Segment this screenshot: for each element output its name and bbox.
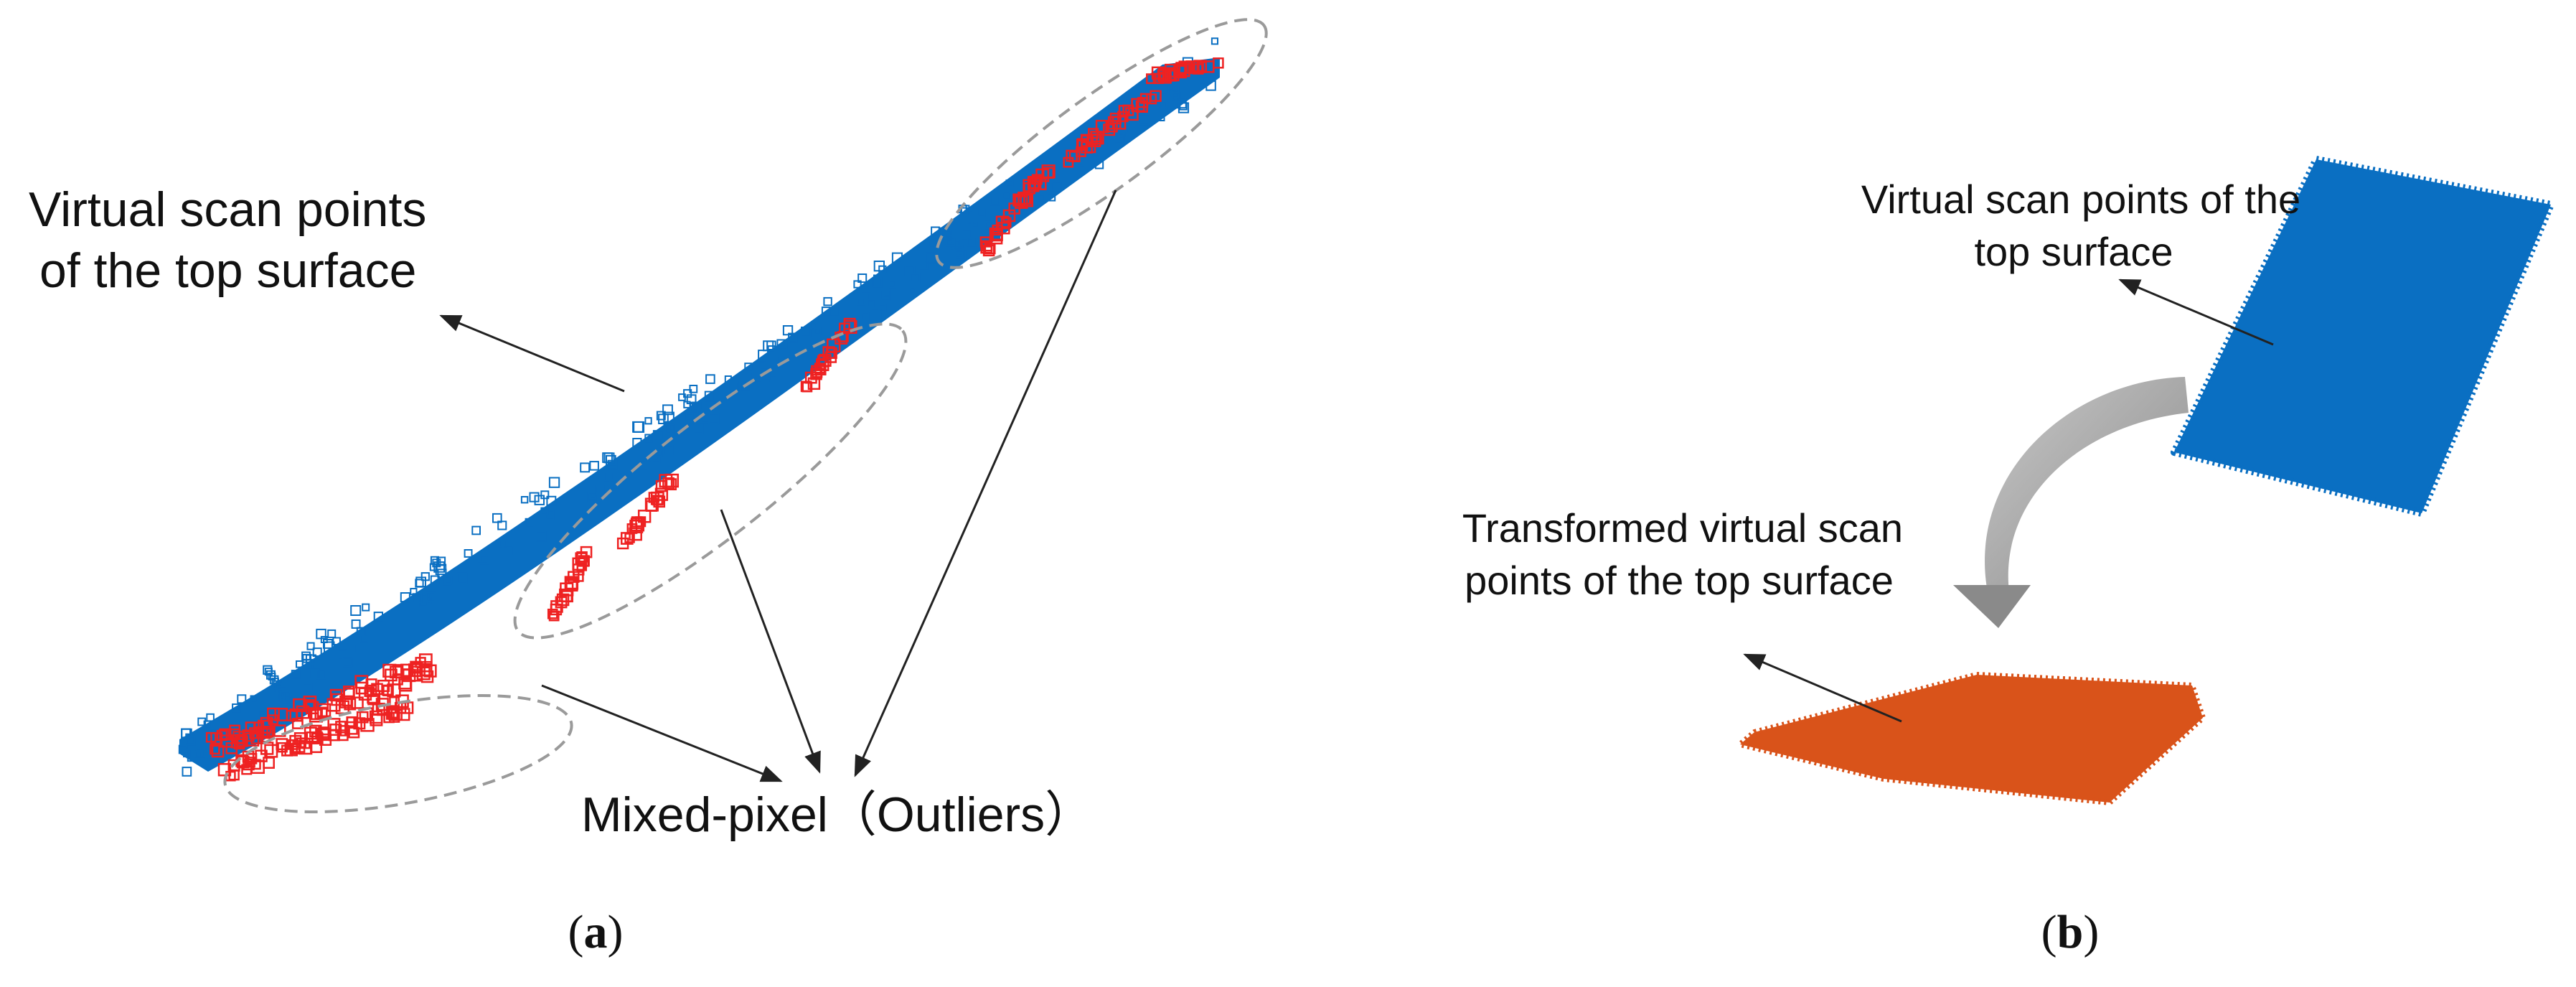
- caption-a-close: ): [608, 906, 624, 958]
- panel-b: Virtual scan points of the top surface T…: [1462, 156, 2554, 958]
- virtual-scan-point-cloud: [179, 57, 1220, 772]
- outlier-ellipses: [223, 18, 1268, 814]
- annotation-arrows-a: [439, 190, 1117, 782]
- caption-b-open: (: [2041, 906, 2057, 958]
- label-b-transformed-line2: points of the top surface: [1465, 558, 1894, 603]
- caption-b-close: ): [2083, 906, 2099, 958]
- panel-a: Virtual scan points of the top surface M…: [29, 18, 1268, 958]
- annotation-arrows-b: [1743, 279, 2274, 723]
- caption-a-open: (: [568, 906, 584, 958]
- caption-a: (a): [568, 906, 624, 958]
- label-virtual-scan-points-line2: of the top surface: [39, 243, 416, 298]
- label-b-virtual-scan-line2: top surface: [1974, 229, 2173, 274]
- outlier-ellipse-middle: [513, 322, 908, 640]
- label-b-transformed-line1: Transformed virtual scan: [1462, 505, 1903, 551]
- outlier-points: [205, 57, 1224, 782]
- arrow-middle-outliers: [720, 509, 821, 774]
- label-b-virtual-scan-line1: Virtual scan points of the: [1861, 177, 2300, 222]
- caption-b: (b): [2041, 906, 2100, 958]
- arrow-bottom-outliers: [541, 684, 783, 782]
- outlier-ellipse-top: [935, 18, 1268, 269]
- caption-a-letter: a: [584, 906, 608, 958]
- caption-b-letter: b: [2057, 906, 2084, 958]
- scan-point-speckle: [178, 37, 1219, 777]
- arrow-to-virtual-scan-label: [2118, 279, 2274, 346]
- arrow-to-transformed-label: [1743, 653, 1902, 723]
- arrow-top-outliers: [854, 190, 1117, 777]
- arrow-to-top-surface-label: [439, 314, 625, 393]
- label-mixed-pixel-outliers: Mixed-pixel（Outliers）: [581, 787, 1094, 842]
- transformed-scan-surface: [1737, 672, 2206, 805]
- transform-curved-arrow: [1953, 377, 2189, 628]
- outlier-ellipse-bottom: [223, 693, 573, 814]
- label-virtual-scan-points-line1: Virtual scan points: [29, 182, 426, 237]
- virtual-scan-surface: [2171, 156, 2554, 517]
